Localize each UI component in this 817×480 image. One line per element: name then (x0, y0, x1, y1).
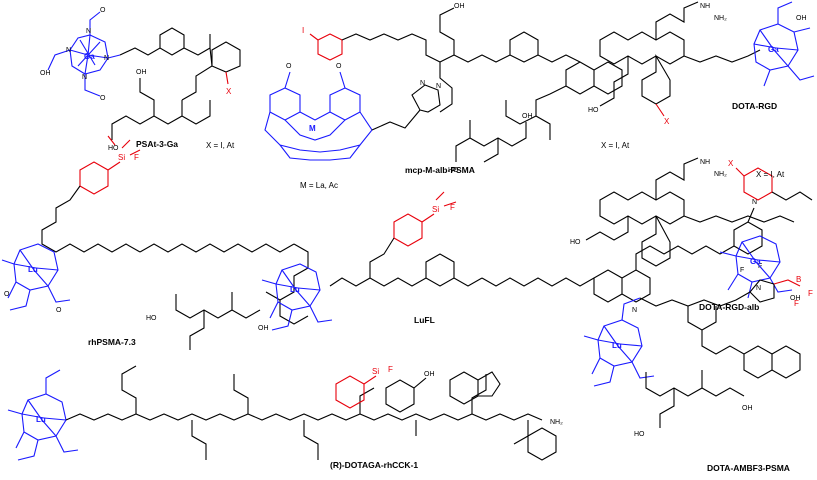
svg-text:NH: NH (700, 159, 710, 166)
dota-cage-ga-3 (719, 235, 793, 299)
svg-text:O: O (100, 95, 106, 102)
dota-rgd-alb-structure: NH NH₂ HO X Ga OH (570, 157, 813, 302)
psat-3-ga-structure: Ga N N N N O OH O X HO OH (40, 7, 241, 152)
macropa-chelator (264, 71, 373, 161)
label-dota-rgd-alb: DOTA-RGD-alb (699, 302, 760, 312)
svg-text:N: N (82, 74, 87, 81)
metal-ga-label-3: Ga (750, 257, 761, 266)
metal-lu-label-1: Lu (28, 265, 38, 274)
svg-text:OH: OH (40, 70, 51, 77)
svg-text:Si: Si (118, 153, 125, 162)
svg-text:OH: OH (790, 295, 801, 302)
svg-text:HO: HO (448, 167, 459, 174)
svg-text:OH: OH (258, 325, 269, 332)
svg-text:N: N (756, 285, 761, 292)
svg-text:F: F (134, 153, 139, 162)
dota-cage-lu-1 (1, 243, 71, 311)
svg-text:HO: HO (570, 239, 581, 246)
svg-text:O: O (336, 63, 342, 70)
metal-ga-label-2: Ga (768, 45, 779, 54)
svg-text:OH: OH (424, 371, 435, 378)
dota-cage-lu-3 (7, 369, 79, 461)
metal-m-label: M (309, 124, 316, 133)
svg-text:X: X (226, 87, 232, 96)
label-rhpsma-7-3: rhPSMA-7.3 (88, 337, 136, 347)
svg-text:HO: HO (108, 145, 119, 152)
svg-text:Si: Si (372, 367, 379, 376)
svg-text:OH: OH (742, 405, 753, 412)
label-r-dotaga-rhcck-1: (R)-DOTAGA-rhCCK-1 (330, 460, 419, 470)
note-dota-rgd-alb: X = I, At (756, 170, 785, 179)
label-psat-3-ga: PSAt-3-Ga (136, 139, 179, 149)
svg-text:F: F (388, 365, 393, 374)
rhpsma-7-3-structure: Si F OH HO Lu O O (1, 135, 309, 350)
svg-text:B: B (796, 275, 801, 284)
mcp-m-alb-psma-structure: M O O N N I OH HO OH (264, 3, 623, 174)
svg-text:I: I (302, 26, 304, 35)
svg-text:N: N (66, 47, 71, 54)
dota-cage-lu-2 (261, 263, 333, 331)
note-psat-3-ga: X = I, At (206, 141, 235, 150)
svg-text:O: O (286, 63, 292, 70)
label-mcp-m-alb-psma: mcp-M-alb-PSMA (405, 165, 475, 175)
svg-text:HO: HO (588, 107, 599, 114)
metal-lu-label-3: Lu (36, 415, 46, 424)
dota-cage-lu-4 (583, 297, 655, 387)
r-dotaga-rhcck-1-structure: Lu Si F OH NH₂ (7, 365, 563, 461)
svg-text:OH: OH (522, 113, 533, 120)
svg-text:NH₂: NH₂ (714, 171, 727, 178)
svg-text:F: F (450, 203, 455, 212)
svg-text:NH₂: NH₂ (550, 419, 563, 426)
svg-text:O: O (100, 7, 106, 14)
svg-text:N: N (436, 83, 441, 90)
svg-text:N: N (632, 307, 637, 314)
svg-text:F: F (740, 267, 744, 274)
svg-text:HO: HO (146, 315, 157, 322)
svg-text:O: O (4, 291, 10, 298)
svg-text:N: N (86, 28, 91, 35)
dota-cage-ga-1 (47, 11, 121, 97)
note-mcp-m-alb-psma: M = La, Ac (300, 181, 339, 190)
svg-text:N: N (752, 199, 757, 206)
dota-cage-ga-2 (753, 1, 815, 87)
svg-text:OH: OH (136, 69, 147, 76)
svg-text:N: N (420, 80, 425, 87)
note-dota-rgd: X = I, At (601, 141, 630, 150)
svg-text:X: X (664, 117, 670, 126)
svg-text:O: O (56, 307, 62, 314)
label-dota-ambf3-psma: DOTA-AMBF3-PSMA (707, 463, 790, 473)
svg-text:OH: OH (796, 15, 807, 22)
svg-text:F: F (808, 289, 813, 298)
svg-text:F: F (794, 299, 799, 308)
svg-text:NH: NH (700, 3, 710, 10)
svg-text:N: N (104, 55, 109, 62)
svg-text:NH₂: NH₂ (714, 15, 727, 22)
label-lufl: LuFL (414, 315, 435, 325)
label-dota-rgd: DOTA-RGD (732, 101, 778, 111)
dota-rgd-structure: NH NH₂ HO X Ga OH (588, 1, 815, 126)
svg-text:X: X (728, 159, 734, 168)
svg-text:HO: HO (634, 431, 645, 438)
metal-ga-label: Ga (84, 52, 95, 61)
svg-text:OH: OH (454, 3, 465, 10)
metal-lu-label-4: Lu (612, 341, 622, 350)
metal-lu-label-2: Lu (290, 285, 300, 294)
svg-text:Si: Si (432, 205, 439, 214)
